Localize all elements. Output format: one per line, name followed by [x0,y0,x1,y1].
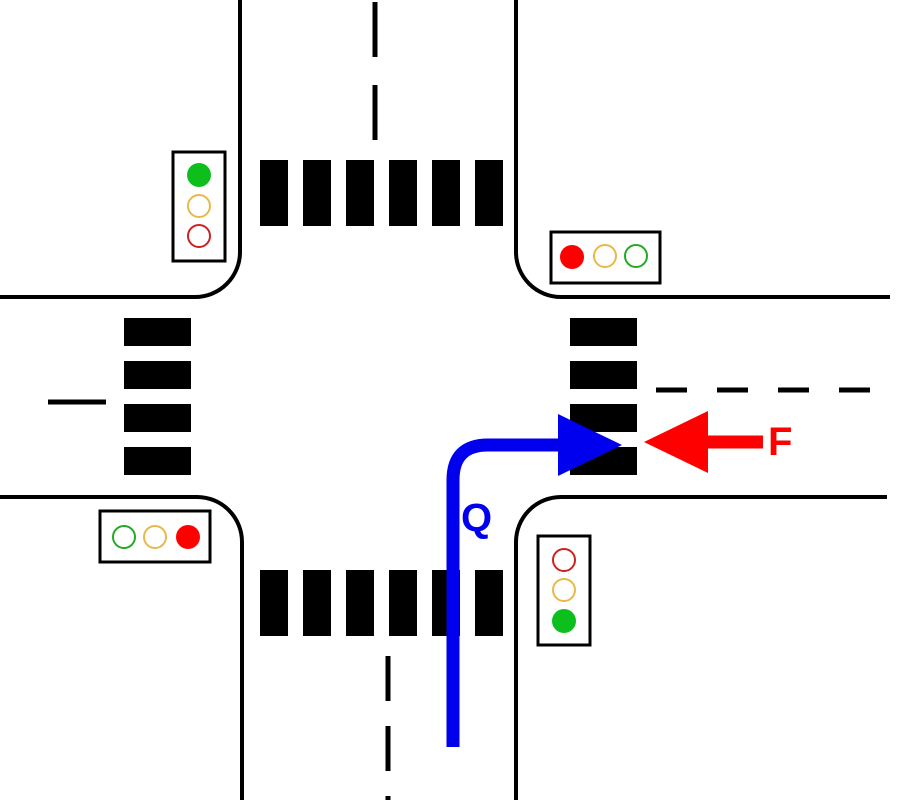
traffic-light-lamp-yellow [143,525,167,549]
curb-south-east [514,495,887,800]
crosswalk-stripe [303,160,331,226]
vehicle-f-arrowhead-icon [644,411,708,473]
vehicle-q-trajectory [446,438,565,747]
vehicle-q-label: Q [461,496,492,540]
crosswalk-west [124,318,191,475]
crosswalk-stripe [475,570,503,636]
traffic-light-south-east [536,534,592,647]
crosswalk-stripe [124,447,191,475]
traffic-light-lamp-red [187,224,211,248]
crosswalk-stripe [389,160,417,226]
crosswalk-stripe [570,318,637,346]
crosswalk-stripe [432,160,460,226]
traffic-light-lamp-yellow [187,194,211,218]
vehicle-q-arrowhead-icon [558,414,622,476]
traffic-light-lamp-green [112,525,136,549]
crosswalk-stripe [124,404,191,432]
crosswalk-south [260,570,503,636]
crosswalk-stripe [260,570,288,636]
curb-north-west [0,0,242,299]
traffic-light-north-west [171,150,227,263]
crosswalk-stripe [346,160,374,226]
curb-north-east [514,0,890,299]
crosswalk-stripe [260,160,288,226]
curb-south-west [0,495,244,800]
traffic-light-lamp-green [624,244,648,268]
crosswalk-stripe [303,570,331,636]
traffic-light-lamp-yellow [593,244,617,268]
traffic-light-north-east [549,230,662,285]
traffic-light-lamp-yellow [552,578,576,602]
traffic-light-lamp-red [560,245,584,269]
traffic-light-south-west [98,509,212,564]
traffic-light-lamp-green [187,163,211,187]
crosswalk-stripe [475,160,503,226]
crosswalk-north [260,160,503,226]
crosswalk-stripe [124,361,191,389]
traffic-light-lamp-red [176,525,200,549]
crosswalk-stripe [389,570,417,636]
crosswalk-stripe [570,361,637,389]
traffic-light-lamp-green [552,609,576,633]
vehicle-q-path [446,414,622,747]
vehicle-f-label: F [768,420,792,464]
vehicle-f-path [644,411,763,473]
lane-markings [48,2,884,800]
crosswalk-stripe [124,318,191,346]
traffic-light-lamp-red [552,548,576,572]
crosswalk-stripe [346,570,374,636]
